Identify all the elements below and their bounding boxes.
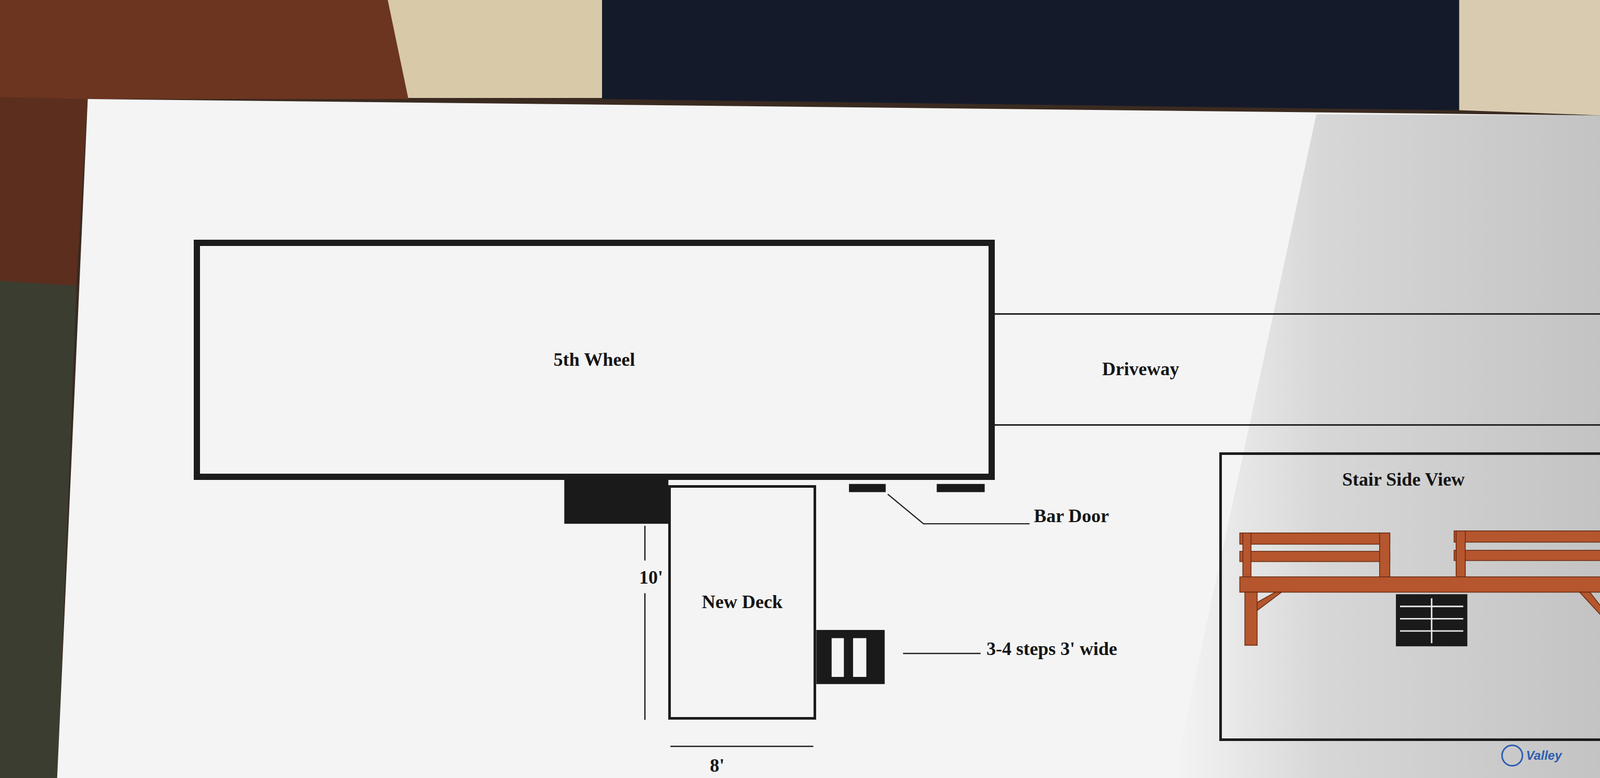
deck-brace [1579,591,1600,619]
navy-cloth [602,0,1460,111]
paper-sheet [57,98,1600,778]
deck-steps [816,629,885,684]
box-label: Driveway [1102,358,1180,380]
leader-line [903,652,981,654]
callout-label: 3-4 steps 3' wide [986,638,1118,660]
watermark-logo [1502,744,1523,766]
step-tread [831,638,845,677]
paper-shadow [1173,114,1600,778]
bench-post [1379,532,1391,578]
driveway-band: Driveway [994,313,1600,426]
dimension-label: 8' [709,754,725,777]
deck-leg [1244,591,1258,645]
dimension-line [670,745,814,747]
bench-back-rail [1239,551,1390,562]
leader-line [887,493,1030,524]
box-label: 5th Wheel [553,348,635,371]
beige-cloth [1459,0,1600,116]
dimension-line [644,525,646,561]
deck-brace [1257,591,1282,610]
stair-illustration [1395,593,1468,646]
bar-door-mark [848,483,886,493]
stair-stringer [1430,597,1433,643]
bar-door-mark [936,483,985,493]
bench-post [1456,530,1466,578]
stair-block [1395,593,1468,646]
bench-back-rail [1454,550,1600,561]
step-tread [853,638,867,677]
bench-post [1242,532,1252,578]
bench-back-rail [1239,532,1390,545]
wood-table [0,96,88,296]
deck-box: New Deck [668,484,817,720]
deck-platform [1239,576,1600,592]
trailer-box: 5th Wheel [193,239,995,480]
entry-steps [564,479,669,524]
bench-back-rail [1454,530,1600,543]
dimension-label: 10' [639,566,664,589]
stair-view-panel: Stair Side View [1219,452,1600,741]
watermark: Valley [1526,747,1562,763]
box-label: New Deck [702,591,783,613]
box-label: Stair Side View [1342,468,1465,491]
beige-cloth [387,0,612,98]
dimension-line [644,592,646,720]
callout-label: Bar Door [1033,505,1109,527]
wood-table [0,0,409,99]
